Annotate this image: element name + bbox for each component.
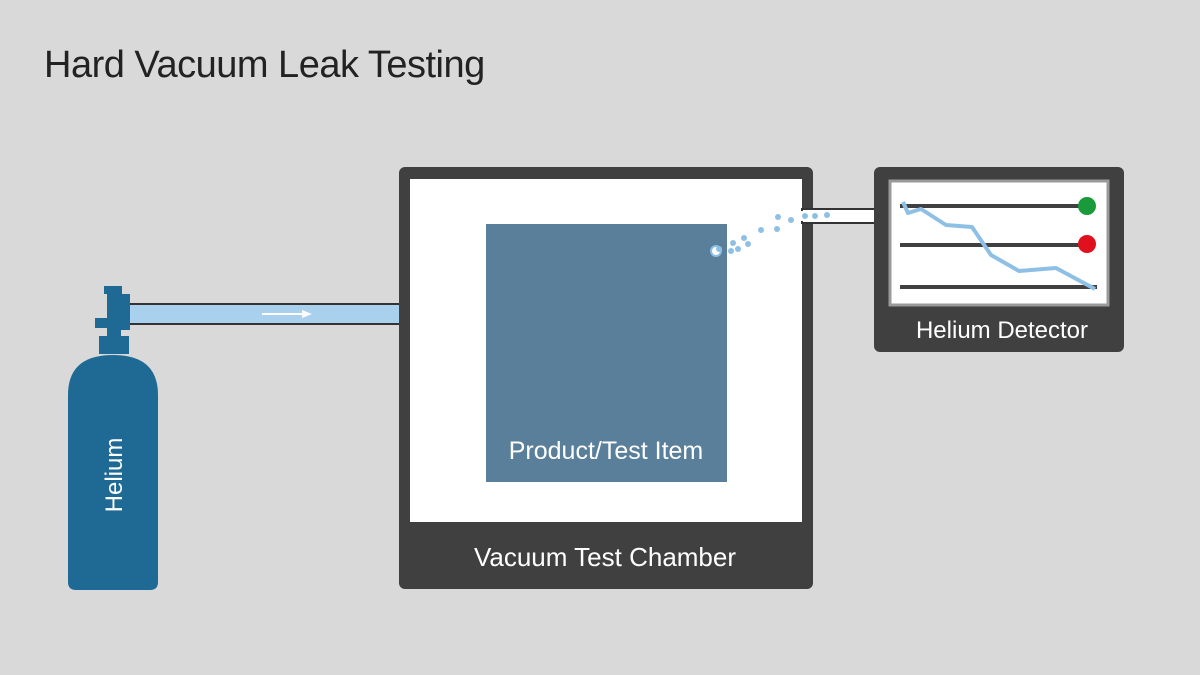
flow-arrow-icon: [262, 310, 312, 318]
helium-leak-particles: [710, 212, 830, 257]
detector-graph-lines: [900, 204, 1097, 289]
detector-sample-line: [800, 208, 877, 224]
cylinder-neck: [99, 336, 129, 354]
cylinder-body: [68, 355, 158, 590]
product-test-item: Product/Test Item: [486, 224, 727, 482]
cylinder-label: Helium: [101, 438, 128, 513]
helium-detector: Helium Detector: [874, 167, 1124, 352]
cylinder-valve: [107, 293, 121, 337]
helium-cylinder: Helium: [68, 286, 158, 590]
detector-label: Helium Detector: [916, 317, 1088, 344]
product-label: Product/Test Item: [509, 437, 704, 465]
status-red-indicator: [1078, 235, 1096, 253]
chamber-label: Vacuum Test Chamber: [474, 542, 736, 572]
valve-handle: [104, 286, 122, 294]
status-green-indicator: [1078, 197, 1096, 215]
detector-signal-trace: [901, 201, 1096, 291]
page-title: Hard Vacuum Leak Testing: [44, 44, 485, 86]
